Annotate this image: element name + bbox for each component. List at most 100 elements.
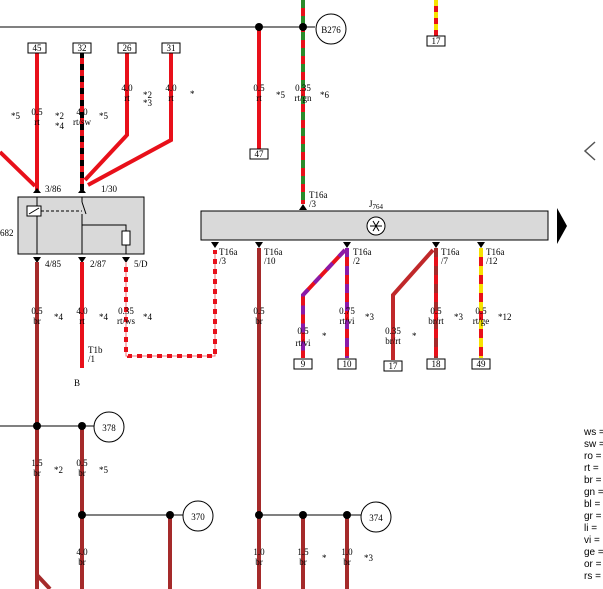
terminal-box-26[interactable]: 26 [117,42,137,54]
svg-text:31: 31 [167,43,176,53]
relay-label: 682 [0,228,14,238]
wire-note: *6 [320,90,330,100]
node-374[interactable]: 374 [360,501,392,533]
relay-pin-label: 1/30 [101,184,118,194]
pin-mark-287 [78,257,86,263]
wire-26 [83,52,129,182]
junction-dot [166,511,174,519]
wire-9-violet [301,248,347,358]
svg-text:26: 26 [123,43,133,53]
pin-mark-5d [122,257,130,263]
pin-mark-485 [33,257,41,263]
terminal-box-45[interactable]: 45 [27,42,47,54]
legend-item: or = [584,559,602,570]
t16a-bottom-conn: T16a [486,247,505,257]
svg-text:374: 374 [369,513,383,523]
terminal-box-17-bottom[interactable]: 17 [383,360,403,372]
wire-31 [87,52,173,187]
svg-text:47: 47 [255,149,265,159]
svg-text:10: 10 [343,359,353,369]
wire-note: *3 [454,312,464,322]
terminal-box-49[interactable]: 49 [471,358,491,370]
node-370[interactable]: 370 [182,500,214,532]
wire-left-a [0,150,37,188]
terminal-box-9[interactable]: 9 [293,358,313,370]
wire-note: *5 [11,111,21,121]
t16a-bottom-conn: T16a [441,247,460,257]
wire-color: br/rt [385,336,401,346]
relay-pin-label: 2/87 [90,259,107,269]
legend-item: br = [584,475,602,486]
t16a-bottom-pin: /10 [264,256,276,266]
terminal-box-32[interactable]: 32 [72,42,92,54]
terminal-box-18[interactable]: 18 [426,358,446,370]
wire-note: *12 [498,312,512,322]
t16a-bottom-conn: T16a [219,247,238,257]
wire-size: 0.75 [339,306,355,316]
junction-dot [299,511,307,519]
letter-b: B [74,378,80,388]
wire-color: rt/vi [340,316,355,326]
wire-color: br [255,557,263,567]
wire-size: 4.0 [76,107,88,117]
junction-dot [255,23,263,31]
wire-size: 0.5 [297,326,309,336]
node-b276[interactable]: B276 [315,13,347,45]
t16a-top-conn: T16a [309,190,328,200]
node-378[interactable]: 378 [93,411,125,443]
t16a-bottom-pin: /7 [441,256,449,266]
svg-text:370: 370 [191,512,205,522]
pin-mark-386 [33,188,41,193]
legend-item: rt = [584,463,599,474]
terminal-box-47[interactable]: 47 [249,148,269,160]
wire-color: rt/gn [295,93,312,103]
wire-color: br [33,316,41,326]
relay-coil-diag [28,207,40,215]
wire-size: 4.0 [76,547,88,557]
wire-note: * [322,331,327,341]
wire-note: *3 [364,553,374,563]
ecu-pin-b3 [211,242,219,248]
legend-item: gr = [584,511,602,522]
wire-note: *4 [143,312,153,322]
wire-note: *3 [365,312,375,322]
ecu-label: J764 [369,199,384,211]
relay-diode [121,230,131,246]
wire-size: 0.5 [475,306,487,316]
junction-dot [299,23,307,31]
relay-inner-5 [82,224,127,231]
ecu-continue-arrow-icon[interactable] [557,208,567,244]
svg-text:32: 32 [78,43,87,53]
color-legend: ws = sw = ro = rt = br = gn = bl = gr = … [583,427,603,582]
wire-left-b [38,140,82,182]
wire-size: 0.5 [253,306,265,316]
terminal-box-17-top[interactable]: 17 [426,35,446,47]
t16a-bottom-pin: /2 [353,256,360,266]
relay-pin-label: 5/D [134,259,148,269]
t16a-bottom-pin: /12 [486,256,498,266]
junction-dot [78,511,86,519]
legend-item: ge = [584,547,603,558]
wire-size: 0.5 [253,83,265,93]
t16a-bottom-conn: T16a [353,247,372,257]
wire-size: 1.5 [31,458,43,468]
wire-size: 1.0 [253,547,265,557]
t16a-bottom-conn: T16a [264,247,283,257]
ecu-pin-b12 [477,242,485,248]
legend-item: ro = [584,451,602,462]
wire-size: 0.5 [31,107,43,117]
wire-17-bot [391,248,435,360]
junction-dot [33,422,41,430]
wire-note: *5 [99,465,109,475]
wire-size: 4.0 [76,306,88,316]
wire-size: 1.0 [341,547,353,557]
terminal-box-31[interactable]: 31 [161,42,181,54]
terminal-box-10[interactable]: 10 [337,358,357,370]
wire-note: *4 [54,312,64,322]
wire-color: rt [124,93,130,103]
wire-color: br [255,316,263,326]
t16a-top-pin: /3 [309,199,317,209]
wire-size: 4.0 [121,83,133,93]
page-back-chevron-icon[interactable] [583,141,596,161]
legend-item: sw = [584,439,603,450]
